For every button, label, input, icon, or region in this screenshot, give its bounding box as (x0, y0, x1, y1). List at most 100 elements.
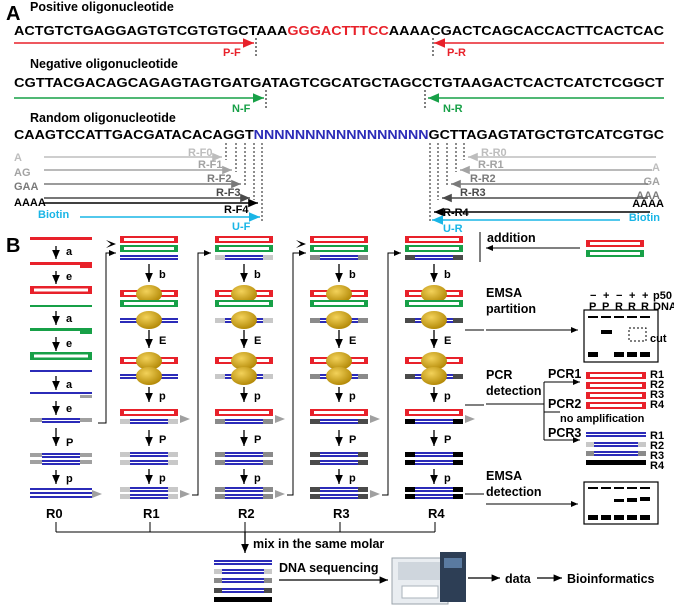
universal-r: U-R (443, 223, 463, 235)
strand-top (320, 255, 358, 257)
svg-text:DNA: DNA (653, 301, 674, 313)
svg-text:R4: R4 (650, 399, 665, 411)
strand-top (130, 460, 168, 462)
protein-bead (421, 352, 447, 370)
adapter-right (453, 419, 463, 424)
pcr-detection-label-2: detection (486, 384, 542, 398)
adapter-right (263, 452, 273, 457)
adapter-left (310, 487, 320, 492)
step-label: p (254, 473, 261, 485)
random-primer-row-0: A R-F0 R-R0 A (14, 147, 660, 174)
pooled-dna (214, 560, 272, 602)
round-r0-label: R0 (46, 506, 63, 521)
primer-p-r: P-R (447, 47, 466, 59)
adapter-right (453, 374, 463, 379)
connector-r2-r3 (287, 250, 306, 496)
step-label: b (349, 269, 356, 281)
strand-bottom (415, 490, 453, 492)
svg-text:a: a (66, 246, 73, 258)
protein-bead (231, 352, 257, 370)
protein-bead (136, 311, 162, 329)
adapter-left (215, 374, 225, 379)
adapter-right (358, 494, 368, 499)
strand-bottom (320, 455, 358, 457)
duplex-core (314, 238, 364, 241)
strand-bottom (320, 497, 358, 499)
strand-top (130, 452, 168, 454)
svg-text:R4: R4 (650, 460, 665, 472)
duplex-core (314, 247, 364, 250)
adapter-right (453, 452, 463, 457)
round-r3-label: R3 (333, 506, 350, 521)
random-fwd-4: R-F4 (224, 204, 249, 216)
duplex-core (219, 247, 269, 250)
step-label: P (444, 434, 451, 446)
next-round-arrowhead (275, 490, 285, 498)
adapter-right (263, 374, 273, 379)
next-round-arrowhead (370, 490, 380, 498)
pcr-detection-label-1: PCR (486, 368, 512, 382)
adapter-left (215, 494, 225, 499)
strand-bottom (225, 463, 263, 465)
random-tag-left-2: GAA (14, 181, 39, 193)
strand-bottom (415, 258, 453, 260)
svg-text:P: P (602, 301, 609, 313)
adapter-left (215, 255, 225, 260)
adapter-left (310, 419, 320, 424)
protein-bead (421, 311, 447, 329)
random-fwd-0: R-F0 (188, 147, 212, 159)
adapter-left (215, 460, 225, 465)
addition-group: addition (479, 231, 644, 262)
random-tag-left-0: A (14, 152, 22, 164)
round-r2-label: R2 (238, 506, 255, 521)
duplex-core (409, 411, 459, 414)
step-label: E (349, 335, 356, 347)
random-fwd-1: R-F1 (198, 159, 222, 171)
svg-text:R2: R2 (650, 440, 664, 452)
pooling: mix in the same molar DNA sequencing dat… (55, 522, 655, 605)
strand-top (225, 452, 263, 454)
gel-cut-label: cut (650, 333, 667, 345)
positive-seq-motif: GGGACTTTCC (287, 24, 388, 38)
svg-text:a: a (66, 313, 73, 325)
svg-text:p: p (66, 473, 73, 485)
biotin-left: Biotin (38, 209, 69, 221)
step-label: p (349, 391, 356, 403)
protein-bead (421, 367, 447, 385)
protein-bead (231, 367, 257, 385)
panel-b-label: B (6, 235, 20, 257)
duplex-core (124, 411, 174, 414)
protein-bead (231, 311, 257, 329)
strand-top (225, 487, 263, 489)
protein-bead (326, 285, 352, 303)
sequencer-icon (391, 552, 466, 605)
strand-bottom (130, 455, 168, 457)
negative-sequence: CGTTACGACAGCAGAGTAGTGATGATAGTCGCATGCTAGC… (14, 76, 664, 90)
emsa-partition-label-1: EMSA (486, 286, 522, 300)
adapter-left (120, 419, 130, 424)
adapter-right (453, 318, 463, 323)
strand-top (415, 460, 453, 462)
duplex-core (409, 247, 459, 250)
partition-arrowhead (370, 415, 380, 423)
random-tag-right-2: AAA (636, 190, 660, 202)
adapter-right (358, 419, 368, 424)
random-primer-row-3: AAAA R-F3 R-R3 AAAA (14, 187, 664, 210)
svg-text:+: + (603, 290, 609, 302)
adapter-right (453, 494, 463, 499)
positive-seq-left: ACTGTCTGAGGAGTGTCGTGTGCTAAA (14, 24, 287, 38)
svg-text:P: P (66, 437, 73, 449)
round-r4-label: R4 (428, 506, 445, 521)
strand-top (320, 487, 358, 489)
strand-top (225, 460, 263, 462)
random-tag-left-1: AG (14, 167, 31, 179)
svg-text:R1: R1 (650, 430, 664, 442)
strand-top (320, 494, 358, 496)
strand-top (415, 255, 453, 257)
random-rev-1: R-R1 (478, 159, 504, 171)
adapter-left (215, 318, 225, 323)
